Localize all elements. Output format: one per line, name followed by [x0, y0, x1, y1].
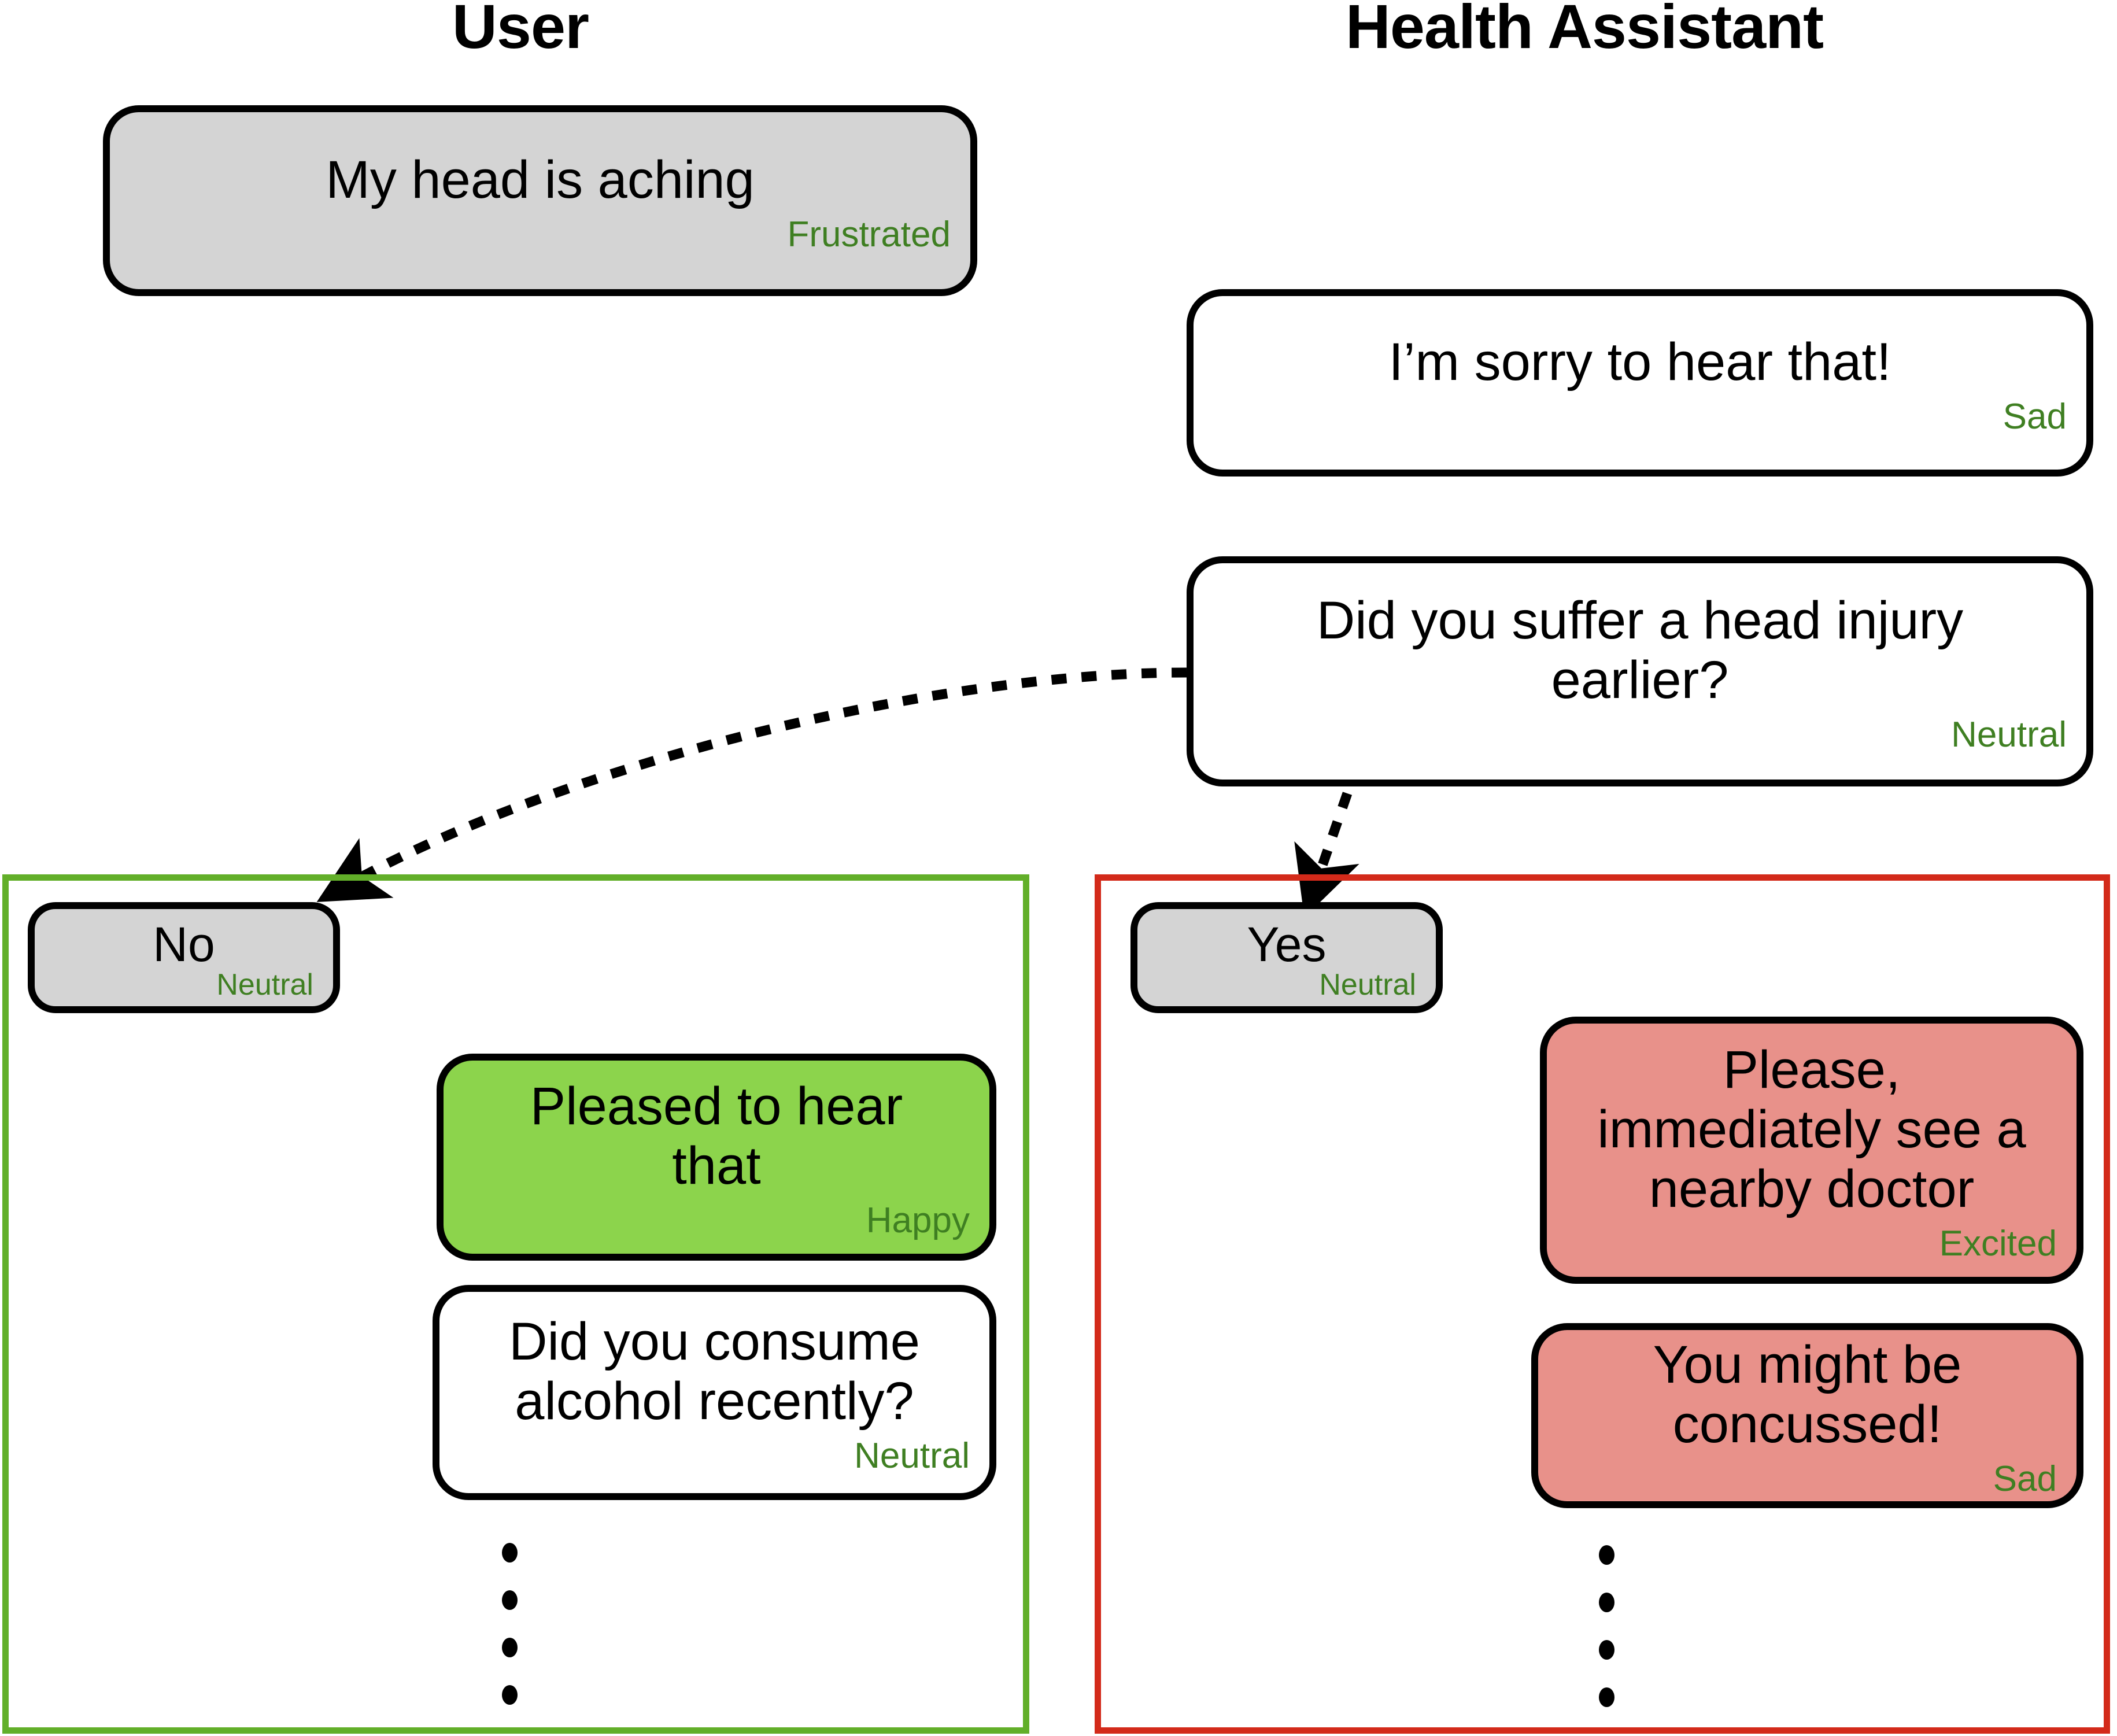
- ellipsis-dot: [502, 1543, 518, 1563]
- emotion-label: Happy: [866, 1201, 970, 1241]
- message-bubble-user-yes[interactable]: Yes Neutral: [1130, 902, 1443, 1013]
- emotion-label: Sad: [2003, 396, 2067, 437]
- ellipsis-dot: [1599, 1593, 1614, 1612]
- message-bubble-assistant-alcohol-question[interactable]: Did you consume alcohol recently? Neutra…: [433, 1285, 996, 1500]
- message-text: Yes: [1247, 917, 1327, 972]
- continuation-ellipsis-yes-branch: [1599, 1545, 1614, 1707]
- message-bubble-user-no[interactable]: No Neutral: [28, 902, 340, 1013]
- message-bubble-assistant-see-doctor[interactable]: Please, immediately see a nearby doctor …: [1540, 1017, 2083, 1284]
- column-header-user: User: [452, 0, 589, 61]
- ellipsis-dot: [502, 1590, 518, 1610]
- emotion-label: Neutral: [854, 1436, 970, 1476]
- ellipsis-dot: [1599, 1687, 1614, 1707]
- message-text: No: [153, 917, 215, 972]
- emotion-label: Neutral: [216, 967, 313, 1002]
- emotion-label: Neutral: [1951, 715, 2067, 755]
- message-text: My head is aching: [326, 150, 755, 209]
- branch-panel-no: [2, 874, 1029, 1734]
- message-text: Pleased to hear that: [530, 1077, 903, 1196]
- emotion-label: Frustrated: [787, 214, 951, 254]
- branch-panel-yes: [1095, 874, 2110, 1734]
- message-bubble-user-head-aching[interactable]: My head is aching Frustrated: [103, 105, 977, 296]
- message-text: Did you suffer a head injury earlier?: [1316, 591, 1964, 710]
- message-bubble-assistant-sorry[interactable]: I’m sorry to hear that! Sad: [1187, 289, 2093, 477]
- ellipsis-dot: [1599, 1640, 1614, 1660]
- message-bubble-assistant-concussed[interactable]: You might be concussed! Sad: [1531, 1323, 2083, 1508]
- column-header-health-assistant: Health Assistant: [1345, 0, 1824, 61]
- message-text: Did you consume alcohol recently?: [509, 1312, 920, 1431]
- message-bubble-assistant-head-injury-question[interactable]: Did you suffer a head injury earlier? Ne…: [1187, 556, 2093, 786]
- message-bubble-assistant-pleased-to-hear[interactable]: Pleased to hear that Happy: [437, 1054, 996, 1261]
- emotion-label: Sad: [1993, 1459, 2057, 1499]
- ellipsis-dot: [1599, 1545, 1614, 1565]
- message-text: You might be concussed!: [1653, 1335, 1962, 1454]
- ellipsis-dot: [502, 1685, 518, 1705]
- emotion-label: Neutral: [1319, 967, 1416, 1002]
- ellipsis-dot: [502, 1638, 518, 1657]
- message-text: I’m sorry to hear that!: [1388, 332, 1891, 391]
- continuation-ellipsis-no-branch: [502, 1543, 518, 1705]
- arrow-to-no-branch: [316, 667, 1187, 902]
- emotion-label: Excited: [1939, 1224, 2057, 1264]
- message-text: Please, immediately see a nearby doctor: [1597, 1040, 2026, 1218]
